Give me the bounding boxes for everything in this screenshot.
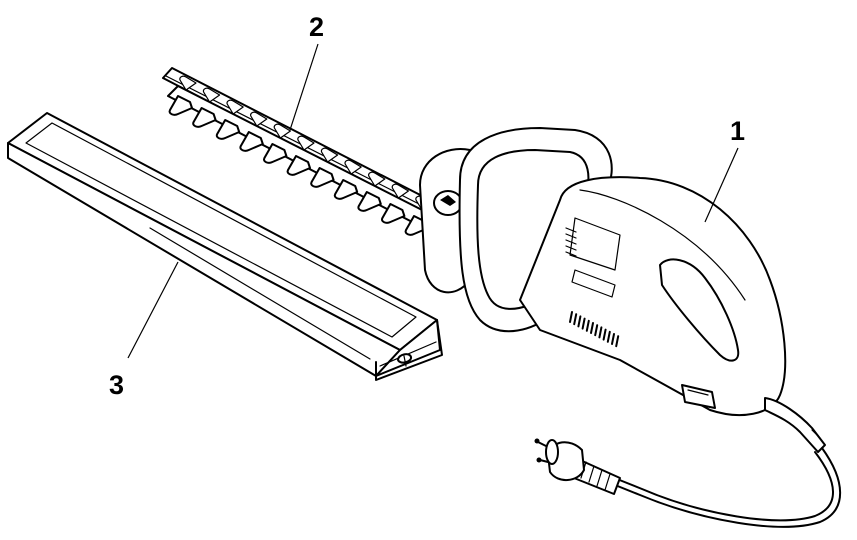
vent-slot: [611, 333, 615, 345]
vent-slot: [606, 330, 611, 343]
blade-teeth: [168, 75, 433, 236]
vent-slot: [602, 328, 607, 341]
blade-tooth: [381, 203, 406, 224]
blade-tooth-upper: [250, 111, 268, 127]
power-plug: [534, 438, 621, 495]
blade-tooth: [263, 143, 288, 164]
side-vent-slot: [565, 251, 577, 257]
blade-tooth: [192, 107, 217, 128]
blade-tooth-upper: [368, 171, 386, 187]
callout-label-3: 3: [109, 370, 124, 400]
callout-leader-1: [704, 147, 739, 223]
callout-label-1: 1: [730, 116, 745, 146]
blade-tooth: [168, 95, 193, 116]
blade-tooth-upper: [297, 135, 315, 151]
callout-leader-3: [127, 261, 179, 359]
blade-tooth: [239, 131, 264, 152]
blade-tooth-upper: [226, 99, 244, 115]
vent-slot: [594, 324, 599, 337]
blade-tooth: [215, 119, 241, 140]
side-vent-slot: [565, 239, 577, 245]
callout-label-2: 2: [309, 12, 324, 42]
blade-tooth: [357, 191, 382, 212]
blade-tooth: [310, 167, 335, 188]
blade-tooth: [286, 155, 311, 176]
blade-tooth-upper: [344, 159, 362, 175]
vent-slot: [573, 313, 578, 326]
blade-tooth-upper: [273, 123, 291, 139]
cutter-blade: [162, 67, 433, 236]
blade-sheath: [7, 112, 443, 381]
vent-slot: [585, 319, 590, 332]
vent-slot: [577, 315, 582, 328]
callout-leader-2: [289, 43, 319, 131]
vent-slot: [598, 326, 603, 339]
power-cord: [614, 447, 841, 528]
hedge-trimmer-body: [419, 127, 826, 453]
blade-tooth-upper: [179, 75, 197, 91]
side-vent-slot: [565, 233, 577, 239]
blade-tooth-upper: [320, 147, 339, 163]
vent-slot: [615, 335, 620, 348]
blade-tooth-upper: [202, 87, 221, 103]
blade-tooth: [333, 179, 359, 200]
motor-vents: [565, 227, 620, 348]
blade-tooth-upper: [391, 183, 409, 199]
vent-slot: [569, 311, 573, 323]
vent-slot: [590, 322, 594, 334]
side-vent-slot: [565, 245, 577, 251]
side-vent-slot: [565, 227, 577, 233]
vent-slot: [581, 317, 586, 330]
